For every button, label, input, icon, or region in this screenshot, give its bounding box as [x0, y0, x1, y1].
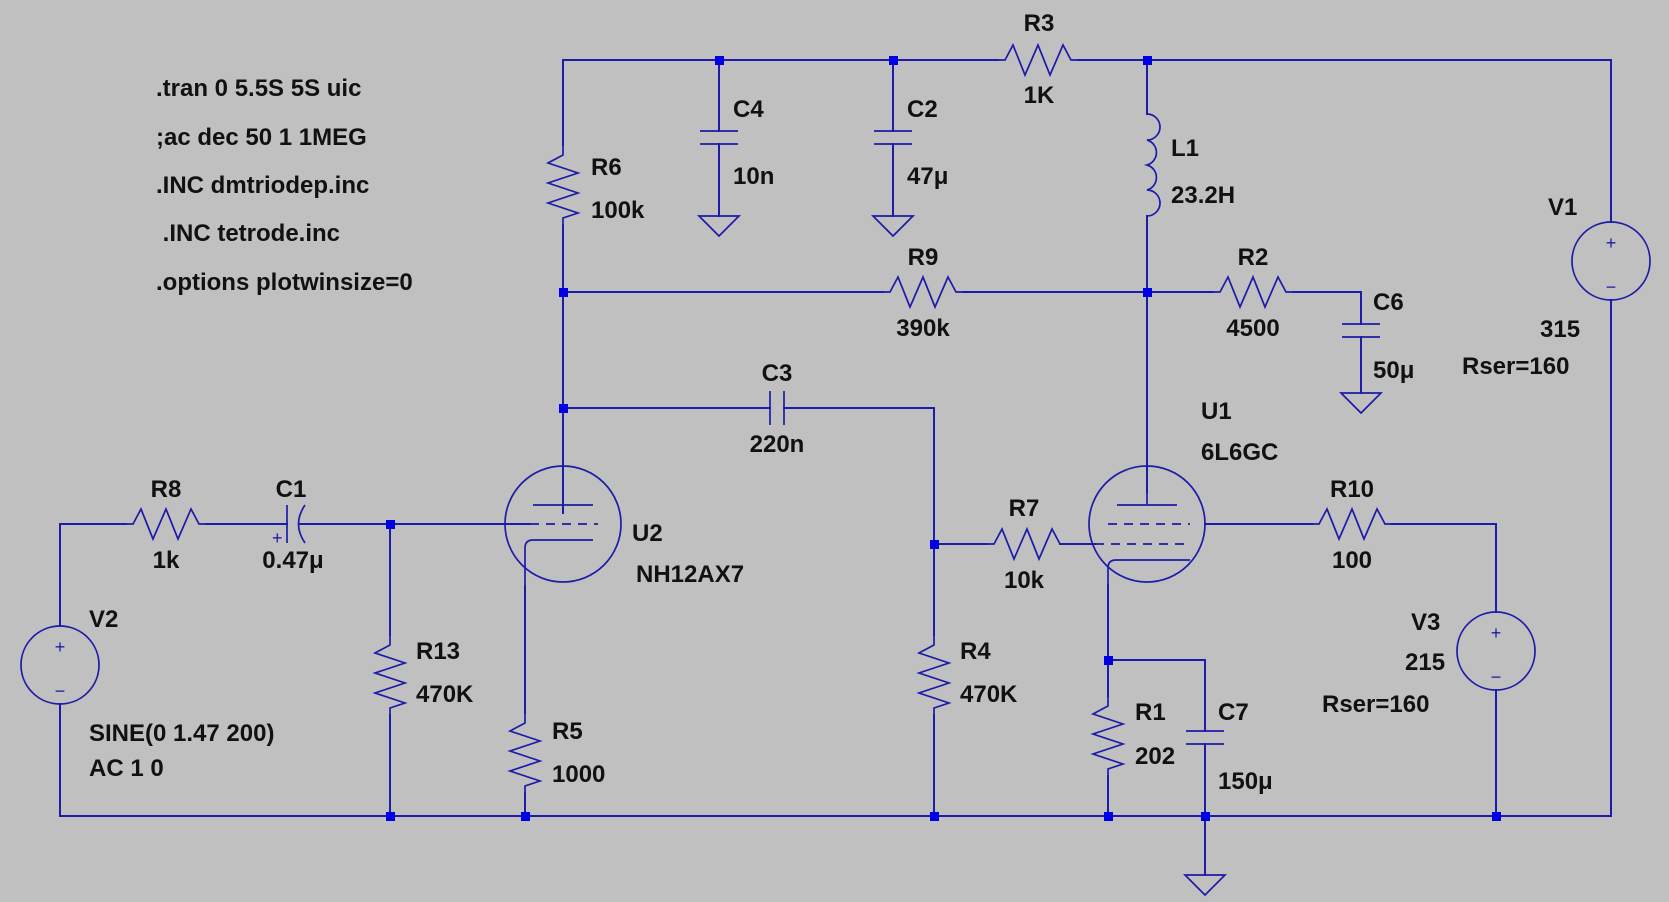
ground-icon [696, 215, 742, 238]
directive-tran[interactable]: .tran 0 5.5S 5S uic [156, 75, 361, 102]
voltage-sources: + − + − + − [20, 221, 1651, 705]
label-R7-name: R7 [1009, 495, 1040, 522]
label-C2-value: 47μ [907, 163, 948, 190]
grounds [696, 215, 1384, 897]
resistor-R6[interactable] [545, 145, 581, 225]
capacitor-C1[interactable]: + [272, 504, 306, 548]
junctions [386, 56, 1501, 821]
resistor-R4[interactable] [916, 635, 952, 715]
ground-icon [870, 215, 916, 238]
label-R2-name: R2 [1238, 244, 1269, 271]
directive-inc-triode[interactable]: .INC dmtriodep.inc [156, 172, 369, 199]
label-R6-value: 100k [591, 197, 645, 224]
label-V2-value: SINE(0 1.47 200) [89, 720, 274, 747]
label-R6-name: R6 [591, 154, 622, 181]
label-V2-extra: AC 1 0 [89, 755, 164, 782]
directive-ac[interactable]: ;ac dec 50 1 1MEG [156, 124, 367, 151]
label-V1-value: 315 [1540, 316, 1580, 343]
label-R3-value: 1K [1024, 82, 1055, 109]
ground-icon [1338, 392, 1384, 415]
label-R9-value: 390k [896, 315, 950, 342]
resistor-R2[interactable] [1213, 274, 1293, 310]
label-V3-extra: Rser=160 [1322, 691, 1429, 718]
label-C4-value: 10n [733, 163, 774, 190]
minus-icon: − [1606, 277, 1617, 297]
label-C3-name: C3 [762, 360, 793, 387]
resistor-R3[interactable] [998, 42, 1078, 78]
label-R1-value: 202 [1135, 743, 1175, 770]
label-C1-name: C1 [276, 476, 307, 503]
label-V2-name: V2 [89, 606, 118, 633]
plus-icon: + [1606, 233, 1617, 253]
label-C7-value: 150μ [1218, 768, 1273, 795]
label-L1-value: 23.2H [1171, 182, 1235, 209]
spice-directives: .tran 0 5.5S 5S uic ;ac dec 50 1 1MEG .I… [156, 75, 413, 296]
resistor-R5[interactable] [507, 713, 543, 793]
label-U2-value: NH12AX7 [636, 561, 744, 588]
label-R1-name: R1 [1135, 699, 1166, 726]
label-U1-value: 6L6GC [1201, 439, 1278, 466]
label-R8-value: 1k [153, 547, 180, 574]
resistor-R10[interactable] [1312, 506, 1392, 542]
label-R10-name: R10 [1330, 476, 1374, 503]
capacitor-C6[interactable] [1342, 323, 1380, 338]
label-L1-name: L1 [1171, 135, 1199, 162]
label-V1-extra: Rser=160 [1462, 353, 1569, 380]
label-C6-name: C6 [1373, 289, 1404, 316]
label-R4-name: R4 [960, 638, 991, 665]
voltage-source-V3[interactable]: + − [1456, 611, 1536, 691]
capacitor-C1-plus-icon: + [272, 528, 283, 548]
label-R8-name: R8 [151, 476, 182, 503]
voltage-source-V2[interactable]: + − [20, 625, 100, 705]
label-C4-name: C4 [733, 96, 764, 123]
directive-inc-tetrode[interactable]: .INC tetrode.inc [156, 220, 340, 247]
capacitor-C7[interactable] [1186, 730, 1224, 745]
label-R13-name: R13 [416, 638, 460, 665]
directive-options[interactable]: .options plotwinsize=0 [156, 269, 413, 296]
label-C2-name: C2 [907, 96, 938, 123]
label-V1-name: V1 [1548, 194, 1577, 221]
resistor-R7[interactable] [987, 526, 1061, 562]
label-R9-name: R9 [908, 244, 939, 271]
capacitor-C4[interactable] [700, 130, 738, 145]
capacitor-C3[interactable] [769, 391, 785, 425]
label-V3-value: 215 [1405, 649, 1445, 676]
label-C7-name: C7 [1218, 699, 1249, 726]
plus-icon: + [55, 637, 66, 657]
label-R10-value: 100 [1332, 547, 1372, 574]
component-labels: R3 1K C4 10n C2 47μ R6 100k L1 23.2H V1 … [89, 10, 1580, 795]
tube-U1[interactable] [1088, 465, 1206, 585]
resistor-R9[interactable] [883, 274, 963, 310]
resistor-R13[interactable] [372, 635, 408, 715]
label-V3-name: V3 [1411, 609, 1440, 636]
minus-icon: − [1491, 667, 1502, 687]
label-R5-value: 1000 [552, 761, 605, 788]
resistor-R8[interactable] [126, 506, 206, 542]
minus-icon: − [55, 681, 66, 701]
resistors [126, 42, 1392, 793]
label-C1-value: 0.47μ [262, 547, 323, 574]
tube-U2[interactable] [504, 465, 622, 586]
label-C6-value: 50μ [1373, 357, 1414, 384]
capacitors: + [272, 130, 1380, 745]
wires [59, 59, 1612, 876]
capacitor-C2[interactable] [874, 130, 912, 145]
inductor-L1[interactable] [1143, 113, 1161, 217]
label-R4-value: 470K [960, 681, 1018, 708]
voltage-source-V1[interactable]: + − [1571, 221, 1651, 301]
label-R5-name: R5 [552, 718, 583, 745]
ground-icon [1182, 874, 1228, 897]
resistor-R1[interactable] [1090, 696, 1126, 776]
label-R13-value: 470K [416, 681, 474, 708]
label-U1-name: U1 [1201, 398, 1232, 425]
plus-icon: + [1491, 623, 1502, 643]
label-R2-value: 4500 [1226, 315, 1279, 342]
label-R3-name: R3 [1024, 10, 1055, 37]
label-U2-name: U2 [632, 520, 663, 547]
label-C3-value: 220n [750, 431, 805, 458]
label-R7-value: 10k [1004, 567, 1045, 594]
